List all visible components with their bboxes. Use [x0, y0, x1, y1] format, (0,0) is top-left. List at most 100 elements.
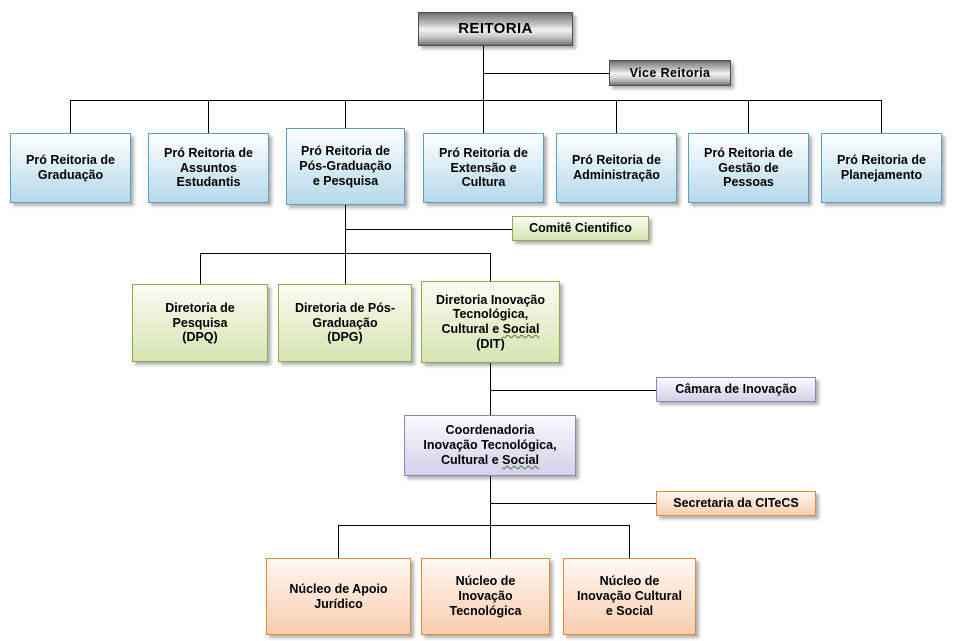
node-secretaria-citecs[interactable]: Secretaria da CITeCS: [656, 491, 816, 516]
connector-drop-pro-7: [881, 100, 882, 133]
node-nucleo-inovacao-cultural-social[interactable]: Núcleo de Inovação Cultural e Social: [563, 558, 696, 635]
node-pro-reitoria-pos-graduacao-pesquisa-label: Pró Reitoria de Pós-Graduação e Pesquisa: [291, 144, 400, 188]
text-line-1: Pró Reitoria de: [301, 144, 390, 159]
connector-nucleo-bus: [338, 525, 629, 526]
text-line-1: Pró Reitoria de: [439, 145, 528, 160]
node-pro-reitoria-graduacao[interactable]: Pró Reitoria de Graduação: [10, 133, 131, 203]
text-line-2: Gestão de: [718, 160, 779, 175]
node-coordenadoria[interactable]: Coordenadoria Inovação Tecnológica, Cult…: [404, 415, 576, 476]
text-line-1: Núcleo de: [455, 574, 516, 589]
connector-camara-inovacao: [490, 390, 656, 391]
node-pro-reitoria-administracao[interactable]: Pró Reitoria de Administração: [556, 133, 677, 203]
text-line-4: (DIT): [476, 336, 505, 351]
text-line-2: Administração: [573, 168, 660, 182]
text-line-3: e Social: [605, 603, 654, 618]
node-comite-cientifico-label: Comitê Cientifico: [529, 221, 632, 236]
text-line-2: Assuntos: [180, 160, 237, 175]
text-line-1: Núcleo de Apoio: [289, 581, 388, 596]
text-line-2: Inovação Cultural: [577, 589, 682, 604]
node-diretoria-inovacao-tecnologica[interactable]: Diretoria Inovação Tecnológica, Cultural…: [421, 281, 560, 363]
text-line-2: Extensão e: [450, 160, 517, 175]
connector-drop-pro-3: [345, 100, 346, 133]
connector-drop-nucleo-1: [338, 525, 339, 558]
connector-drop-pro-5: [616, 100, 617, 133]
text-line-1: Pró Reitoria de: [572, 153, 661, 168]
connector-secretaria-citecs: [490, 503, 656, 504]
text-line-3: (DPQ): [182, 330, 218, 345]
connector-drop-diretoria-2: [345, 253, 346, 284]
node-diretoria-inovacao-tecnologica-label: Diretoria Inovação Tecnológica, Cultural…: [426, 293, 555, 352]
text-line-1: Pró Reitoria de: [26, 153, 115, 168]
node-nucleo-apoio-juridico-label: Núcleo de Apoio Jurídico: [271, 582, 406, 612]
text-line-3: (DPG): [327, 330, 363, 345]
text-line-2: Planejamento: [840, 168, 923, 182]
connector-coordenadoria-stem: [490, 476, 491, 558]
connector-drop-pro-6: [748, 100, 749, 133]
node-diretoria-pos-graduacao-label: Diretoria de Pós- Graduação (DPG): [283, 301, 407, 345]
text-line-1: Pró Reitoria de: [704, 145, 793, 160]
text-line-2: Tecnológica,: [452, 307, 529, 322]
node-nucleo-apoio-juridico[interactable]: Núcleo de Apoio Jurídico: [266, 558, 411, 635]
node-camara-inovacao[interactable]: Câmara de Inovação: [656, 377, 816, 402]
node-pro-reitoria-assuntos-estudantis-label: Pró Reitoria de Assuntos Estudantis: [153, 146, 264, 190]
text-line-3: e Pesquisa: [312, 173, 379, 188]
node-diretoria-pos-graduacao[interactable]: Diretoria de Pós- Graduação (DPG): [278, 284, 412, 362]
text-line-2: Inovação: [458, 589, 513, 604]
text-line-2: Pesquisa: [172, 315, 228, 330]
connector-vice-reitoria: [483, 73, 609, 74]
node-vice-reitoria-label: Vice Reitoria: [629, 65, 711, 80]
text-line-3: Cultural e: [441, 322, 503, 336]
node-secretaria-citecs-label: Secretaria da CITeCS: [673, 496, 799, 511]
node-camara-inovacao-label: Câmara de Inovação: [675, 382, 797, 397]
node-pro-reitoria-administracao-label: Pró Reitoria de Administração: [561, 153, 672, 183]
text-line-2: Pós-Graduação: [299, 159, 392, 174]
node-diretoria-pesquisa[interactable]: Diretoria de Pesquisa (DPQ): [132, 284, 268, 362]
connector-posgrad-stem: [345, 205, 346, 284]
text-line-2: Inovação Tecnológica,: [423, 438, 557, 453]
text-line-1: Diretoria de: [165, 300, 235, 315]
node-pro-reitoria-assuntos-estudantis[interactable]: Pró Reitoria de Assuntos Estudantis: [148, 133, 269, 203]
node-nucleo-inovacao-tecnologica[interactable]: Núcleo de Inovação Tecnológica: [421, 558, 550, 635]
connector-pro-reitoria-bus: [70, 100, 881, 101]
text-misspelled-word: Social: [502, 452, 539, 467]
text-line-1: Pró Reitoria de: [164, 145, 253, 160]
text-line-3: Cultural e: [441, 452, 503, 467]
connector-drop-diretoria-1: [200, 253, 201, 284]
node-pro-reitoria-gestao-pessoas[interactable]: Pró Reitoria de Gestão de Pessoas: [688, 133, 809, 203]
text-line-1: Pró Reitoria de: [837, 153, 926, 168]
node-pro-reitoria-gestao-pessoas-label: Pró Reitoria de Gestão de Pessoas: [693, 146, 804, 190]
connector-comite-cientifico: [345, 229, 512, 230]
text-line-3: Pessoas: [723, 175, 774, 190]
node-nucleo-inovacao-cultural-social-label: Núcleo de Inovação Cultural e Social: [568, 574, 691, 618]
text-line-2: Graduação: [312, 315, 378, 330]
node-coordenadoria-label: Coordenadoria Inovação Tecnológica, Cult…: [409, 423, 571, 467]
connector-drop-nucleo-3: [629, 525, 630, 558]
node-reitoria-label: REITORIA: [458, 20, 533, 38]
text-line-1: Diretoria Inovação: [435, 292, 546, 307]
connector-drop-pro-1: [70, 100, 71, 133]
node-pro-reitoria-planejamento-label: Pró Reitoria de Planejamento: [826, 153, 937, 183]
text-line-2: Graduação: [37, 168, 104, 182]
node-reitoria[interactable]: REITORIA: [418, 12, 573, 46]
text-line-3: Tecnológica: [449, 603, 522, 618]
text-line-1: Coordenadoria: [445, 423, 535, 438]
node-diretoria-pesquisa-label: Diretoria de Pesquisa (DPQ): [137, 301, 263, 345]
connector-drop-diretoria-3: [490, 253, 491, 284]
node-comite-cientifico[interactable]: Comitê Cientifico: [512, 216, 649, 241]
text-misspelled-word: Social: [502, 322, 540, 336]
node-nucleo-inovacao-tecnologica-label: Núcleo de Inovação Tecnológica: [426, 574, 545, 618]
text-line-3: Cultura: [461, 175, 506, 190]
node-pro-reitoria-planejamento[interactable]: Pró Reitoria de Planejamento: [821, 133, 942, 203]
text-line-1: Diretoria de Pós-: [294, 300, 396, 315]
node-pro-reitoria-graduacao-label: Pró Reitoria de Graduação: [15, 153, 126, 183]
connector-drop-pro-4: [483, 100, 484, 133]
node-pro-reitoria-pos-graduacao-pesquisa[interactable]: Pró Reitoria de Pós-Graduação e Pesquisa: [286, 128, 405, 205]
node-pro-reitoria-extensao-cultura-label: Pró Reitoria de Extensão e Cultura: [428, 146, 539, 190]
text-line-2: Jurídico: [314, 596, 363, 611]
node-vice-reitoria[interactable]: Vice Reitoria: [609, 60, 731, 86]
connector-drop-pro-2: [208, 100, 209, 133]
text-line-1: Núcleo de: [599, 574, 660, 589]
node-pro-reitoria-extensao-cultura[interactable]: Pró Reitoria de Extensão e Cultura: [423, 133, 544, 203]
connector-drop-nucleo-2: [490, 525, 491, 558]
